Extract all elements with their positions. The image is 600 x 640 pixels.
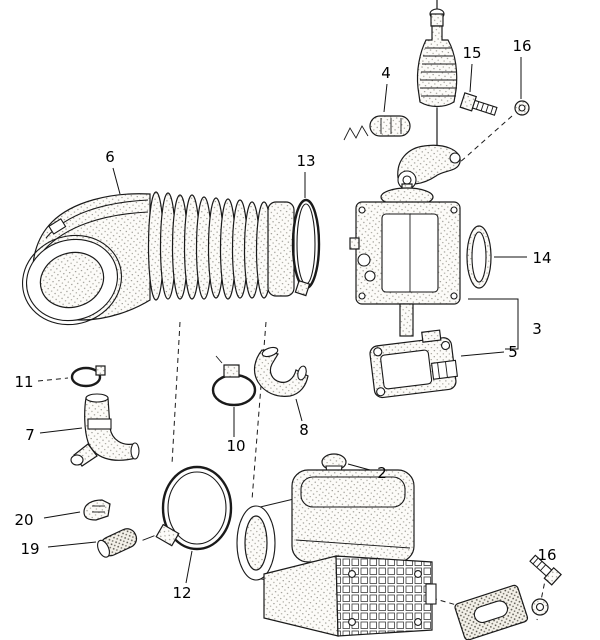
callout-14: 14 [532, 249, 551, 267]
rubber-boot [416, 8, 458, 108]
air-flow-meter [236, 469, 437, 637]
callouts: 6 13 4 15 16 14 3 5 11 7 10 8 2 12 20 19… [14, 37, 556, 602]
throttle-switch-5 [369, 329, 458, 399]
callout-3: 3 [532, 320, 542, 338]
clip-20 [83, 499, 111, 521]
callout-5: 5 [508, 343, 518, 361]
washer-16-bottom [531, 598, 549, 616]
leader-lines [37, 57, 527, 584]
callout-19: 19 [20, 540, 39, 558]
intake-hose [21, 191, 295, 326]
callout-8: 8 [299, 421, 309, 439]
bracket-3 [468, 298, 519, 350]
callout-12: 12 [172, 584, 191, 602]
hose-clamp-12 [142, 465, 233, 551]
callout-13: 13 [296, 152, 315, 170]
hose-clamp-11 [70, 365, 106, 388]
callout-2: 2 [377, 464, 387, 482]
spring-roller-4 [343, 115, 411, 141]
callout-11: 11 [14, 373, 33, 391]
bolt-15 [459, 92, 498, 116]
callout-4: 4 [381, 64, 391, 82]
callout-16-top: 16 [512, 37, 531, 55]
callout-6: 6 [105, 148, 115, 166]
screw-16-bottom [529, 554, 562, 586]
filter-19 [97, 528, 138, 558]
nut-16-top [514, 100, 530, 116]
elbow-hose-7 [70, 393, 140, 467]
callout-10: 10 [226, 437, 245, 455]
hose-clamp-13 [291, 198, 321, 297]
throttle-body [349, 144, 461, 337]
hose-clamp-10 [211, 355, 257, 407]
callout-20: 20 [14, 511, 33, 529]
callout-15: 15 [462, 44, 481, 62]
connector-hose-8 [253, 346, 309, 397]
gasket-plate [454, 584, 529, 640]
callout-16-bottom: 16 [537, 546, 556, 564]
callout-7: 7 [25, 426, 35, 444]
gasket-ring-14 [466, 225, 492, 289]
